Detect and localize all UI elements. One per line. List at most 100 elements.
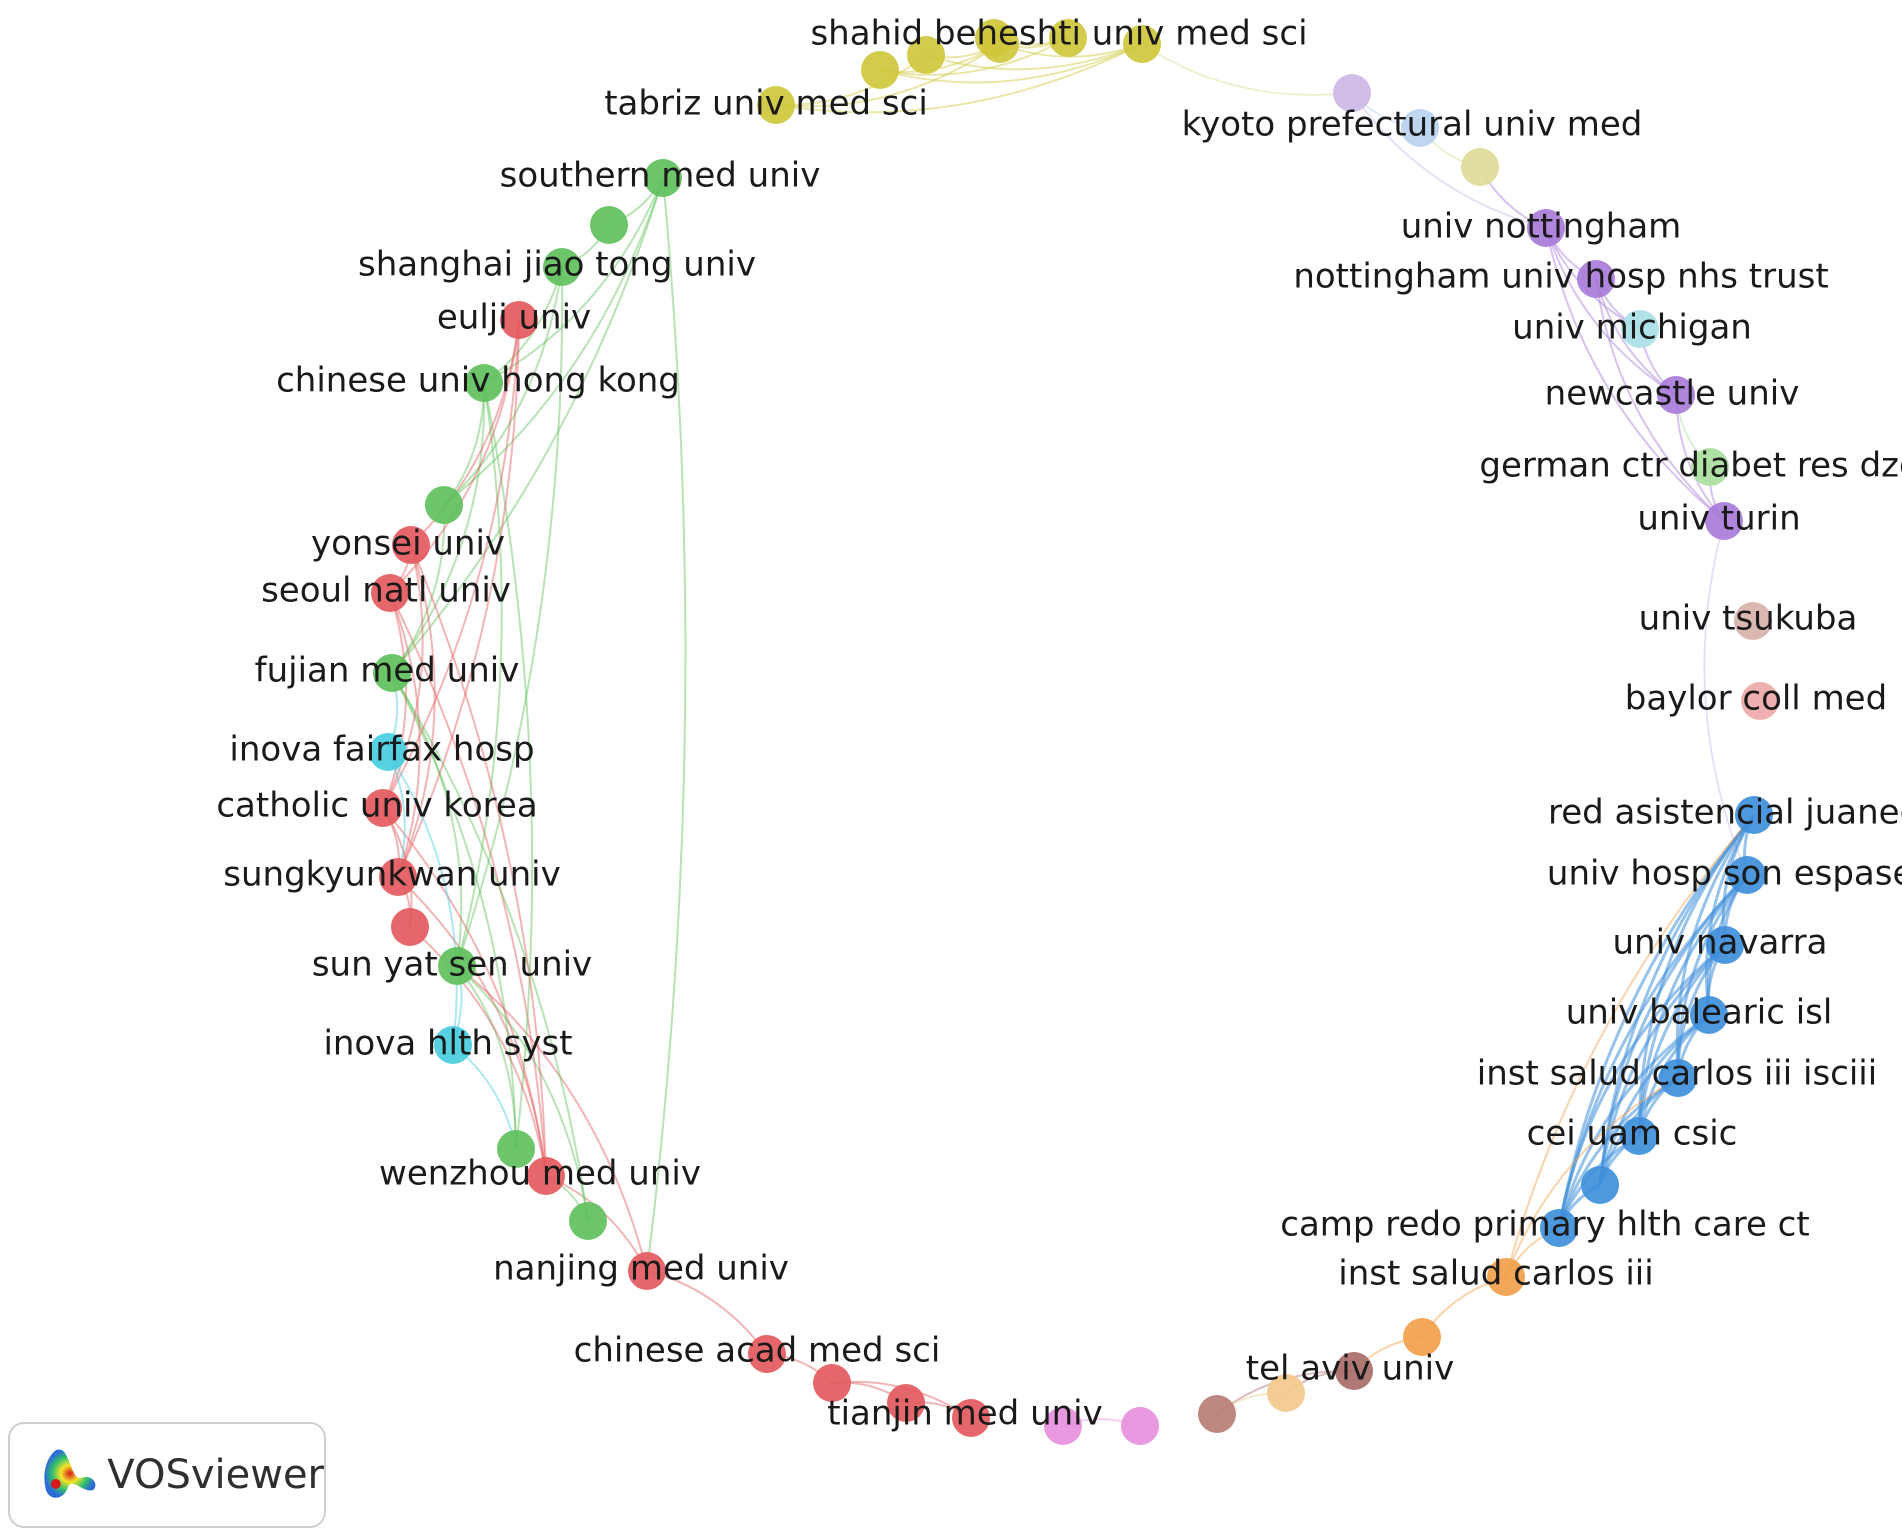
node-label-nottingham: univ nottingham (1401, 207, 1682, 247)
link-fujian-cuhk (391, 382, 486, 674)
node-label-southern-med: southern med univ (500, 156, 821, 196)
node-son-espases[interactable] (1728, 856, 1766, 894)
node-r2[interactable] (813, 1364, 851, 1402)
node-michigan[interactable] (1621, 310, 1659, 348)
link-cuhk-southern-med (483, 177, 664, 384)
node-label-newcastle: newcastle univ (1545, 374, 1800, 414)
node-label-eulji: eulji univ (437, 298, 591, 338)
node-kh1[interactable] (1461, 148, 1499, 186)
link-carlos-iii-juaneda (1505, 814, 1755, 1278)
link-cuhk-g3 (483, 382, 534, 1150)
link-g2-shanghai-jiao-tong (443, 266, 563, 506)
node-y4[interactable] (1049, 19, 1087, 57)
node-label-german-ctr: german ctr diabet res dzd (1479, 446, 1902, 486)
node-inova-fairfax[interactable] (369, 733, 407, 771)
node-german-ctr[interactable] (1691, 448, 1729, 486)
node-tabriz[interactable] (757, 86, 795, 124)
node-newcastle[interactable] (1657, 376, 1695, 414)
node-g4[interactable] (569, 1202, 607, 1240)
link-r1-wenzhou (409, 926, 547, 1177)
node-cams[interactable] (748, 1335, 786, 1373)
node-juaneda[interactable] (1735, 796, 1773, 834)
node-cei-uam[interactable] (1620, 1117, 1658, 1155)
node-label-tel-aviv: tel aviv univ (1246, 1349, 1455, 1389)
link-seoul-natl-sungkyunkwan (389, 592, 421, 878)
node-b1[interactable] (1581, 1166, 1619, 1204)
node-eulji[interactable] (500, 301, 538, 339)
link-sun-yat-sen-shanghai-jiao-tong (456, 266, 564, 967)
link-carlos-iii-isciii (1505, 1077, 1679, 1278)
node-tel-aviv[interactable] (1335, 1352, 1373, 1390)
node-nanjing[interactable] (628, 1252, 666, 1290)
link-turin-son-espases (1703, 520, 1748, 876)
node-tsukuba[interactable] (1734, 602, 1772, 640)
node-label-inova-hlth: inova hlth syst (323, 1024, 572, 1064)
node-label-baylor: baylor coll med (1625, 679, 1887, 719)
node-m2[interactable] (1121, 1407, 1159, 1445)
node-label-sun-yat-sen: sun yat sen univ (312, 945, 592, 985)
node-lp1[interactable] (1333, 74, 1371, 112)
node-y5[interactable] (1123, 25, 1161, 63)
node-isciii[interactable] (1659, 1059, 1697, 1097)
link-wenzhou-seoul-natl (389, 592, 547, 1177)
node-r3[interactable] (887, 1384, 925, 1422)
node-y1[interactable] (861, 51, 899, 89)
node-catholic-korea[interactable] (364, 789, 402, 827)
node-pe1[interactable] (1267, 1374, 1305, 1412)
node-inova-hlth[interactable] (434, 1026, 472, 1064)
link-y1-y5 (879, 43, 1143, 84)
node-r1[interactable] (391, 908, 429, 946)
node-balearic[interactable] (1690, 996, 1728, 1034)
link-g3-fujian (391, 672, 517, 1150)
link-yonsei-sungkyunkwan (397, 544, 436, 878)
node-y2[interactable] (907, 36, 945, 74)
link-sun-yat-sen-cuhk (456, 382, 503, 967)
node-nottingham[interactable] (1527, 209, 1565, 247)
node-o1[interactable] (1403, 1318, 1441, 1356)
node-cuhk[interactable] (465, 364, 503, 402)
node-label-balearic: univ balearic isl (1566, 993, 1833, 1033)
node-y3[interactable] (975, 19, 1013, 57)
node-southern-med[interactable] (644, 159, 682, 197)
node-label-inova-fairfax: inova fairfax hosp (229, 730, 534, 770)
link-nottingham-newcastle (1545, 227, 1677, 396)
node-label-isciii: inst salud carlos iii isciii (1477, 1054, 1877, 1094)
node-label-kyoto: kyoto prefectural univ med (1182, 105, 1643, 145)
link-inova-fairfax-inova-hlth (387, 751, 458, 1046)
node-fujian[interactable] (373, 654, 411, 692)
node-sungkyunkwan[interactable] (379, 858, 417, 896)
node-turin[interactable] (1705, 502, 1743, 540)
node-baylor[interactable] (1741, 682, 1779, 720)
node-m1[interactable] (1044, 1407, 1082, 1445)
node-g2[interactable] (425, 486, 463, 524)
node-label-tianjin: tianjin med univ (827, 1394, 1103, 1434)
nodes-layer (364, 19, 1779, 1445)
link-seoul-natl-eulji (389, 319, 520, 594)
link-g2-southern-med (443, 177, 664, 506)
link-lp1-nottingham (1351, 92, 1547, 229)
link-yonsei-eulji (410, 319, 520, 546)
node-sun-yat-sen[interactable] (438, 947, 476, 985)
node-g3[interactable] (497, 1130, 535, 1168)
node-g1[interactable] (590, 206, 628, 244)
link-isciii-camp-redo (1557, 1076, 1679, 1229)
node-yonsei[interactable] (392, 526, 430, 564)
node-camp-redo[interactable] (1540, 1209, 1578, 1247)
node-label-navarra: univ navarra (1612, 923, 1827, 963)
node-br1[interactable] (1198, 1395, 1236, 1433)
node-tianjin[interactable] (952, 1399, 990, 1437)
node-seoul-natl[interactable] (371, 574, 409, 612)
link-eulji-catholic-korea (382, 319, 520, 809)
node-carlos-iii[interactable] (1487, 1258, 1525, 1296)
node-label-tsukuba: univ tsukuba (1639, 599, 1858, 639)
node-nottingham-hosp[interactable] (1577, 260, 1615, 298)
link-eulji-sungkyunkwan (397, 319, 520, 878)
node-shanghai-jiao-tong[interactable] (543, 248, 581, 286)
link-nanjing-southern-med (646, 177, 687, 1272)
node-wenzhou[interactable] (527, 1157, 565, 1195)
node-kyoto[interactable] (1401, 109, 1439, 147)
node-label-seoul-natl: seoul natl univ (261, 571, 511, 611)
node-navarra[interactable] (1706, 926, 1744, 964)
link-seoul-natl-catholic-korea (382, 592, 407, 809)
